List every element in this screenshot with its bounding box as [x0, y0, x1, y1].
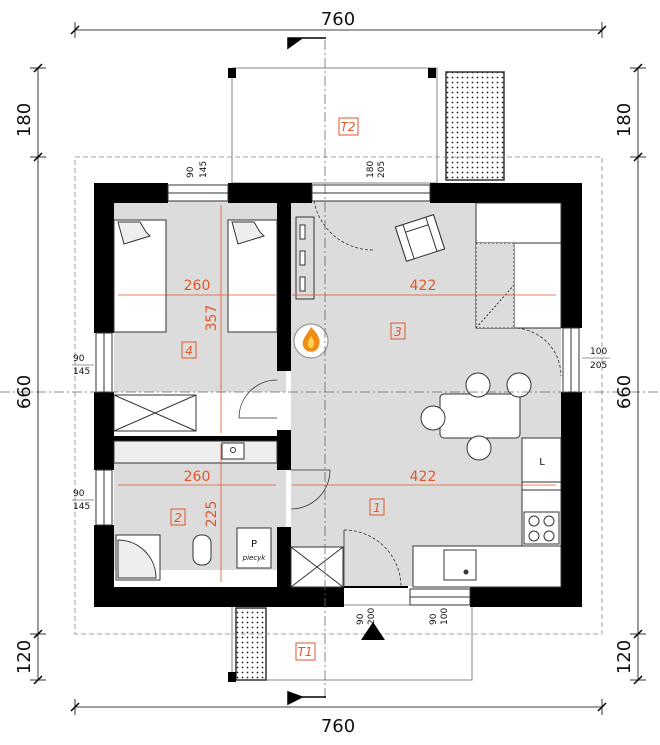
room4-width: 260 — [184, 278, 211, 294]
section-arrow-bottom — [287, 690, 326, 706]
dining-table — [420, 372, 532, 461]
left-window-a-width: 90 — [73, 354, 85, 364]
kitchen-counter: L — [412, 437, 562, 588]
bottom-window-width: 90 — [429, 613, 439, 625]
flowerbed-top — [445, 71, 505, 181]
boiler-text: piecyk — [242, 554, 267, 562]
section-arrow-top — [287, 37, 326, 50]
bottom-window-height: 100 — [440, 608, 450, 625]
room3-width: 422 — [410, 278, 437, 294]
exterior-walls — [94, 183, 582, 607]
entry-closet — [290, 546, 344, 588]
overall-depth-right: 660 — [614, 375, 635, 409]
roof-outline — [74, 156, 603, 635]
right-window-height: 205 — [590, 361, 607, 371]
wardrobe — [113, 394, 197, 432]
left-window-b-height: 145 — [73, 502, 90, 512]
room-number-boxes — [170, 322, 406, 526]
door-width: 90 — [356, 613, 366, 625]
armchair-icon — [394, 214, 446, 262]
overall-width-top: 760 — [321, 9, 355, 30]
doors — [238, 200, 562, 588]
right-window-width: 100 — [590, 347, 607, 357]
terrace-depth-top-left: 180 — [14, 103, 35, 137]
sofa-icon — [475, 202, 562, 329]
boiler-letter: P — [251, 539, 257, 550]
room2-width: 260 — [184, 469, 211, 485]
beds — [113, 219, 278, 333]
living-fixtures — [295, 202, 562, 329]
door-height: 200 — [367, 608, 377, 625]
room2-depth: 225 — [204, 501, 220, 528]
interior-walls — [114, 201, 291, 587]
top-window-b-width: 180 — [366, 161, 376, 178]
left-window-a-height: 145 — [73, 367, 90, 377]
top-window-a-height: 145 — [199, 161, 209, 178]
section-cut — [0, 40, 660, 700]
room-dimension-lines — [118, 205, 556, 582]
entry-arrow-icon — [361, 622, 385, 640]
left-window-b-width: 90 — [73, 489, 85, 499]
room3-number: 3 — [394, 325, 402, 339]
bathroom-fixtures: P piecyk — [113, 440, 278, 581]
room1-number: 1 — [373, 501, 381, 515]
top-window-a-width: 90 — [186, 166, 196, 178]
overall-depth-left: 660 — [14, 375, 35, 409]
cabinet-label: L — [539, 457, 545, 468]
room4-number: 4 — [185, 344, 193, 358]
terrace-depth-bottom-left: 120 — [14, 640, 35, 674]
room1-width: 422 — [410, 469, 437, 485]
terrace-depth-top-right: 180 — [614, 103, 635, 137]
windows — [95, 184, 580, 606]
terrace-top: T2 — [228, 67, 505, 184]
top-window-b-height: 205 — [377, 161, 387, 178]
room4-depth: 357 — [204, 305, 220, 332]
terrace-top-label: T2 — [341, 120, 356, 134]
overall-width-bottom: 760 — [321, 716, 355, 737]
overall-dimension-lines — [30, 22, 646, 715]
terrace-bottom: T1 — [228, 604, 473, 682]
room2-number: 2 — [174, 511, 182, 525]
flowerbed-bottom — [235, 607, 267, 681]
fireplace-icon — [293, 323, 329, 359]
terrace-bottom-label: T1 — [298, 645, 313, 659]
terrace-depth-bottom-right: 120 — [614, 640, 635, 674]
